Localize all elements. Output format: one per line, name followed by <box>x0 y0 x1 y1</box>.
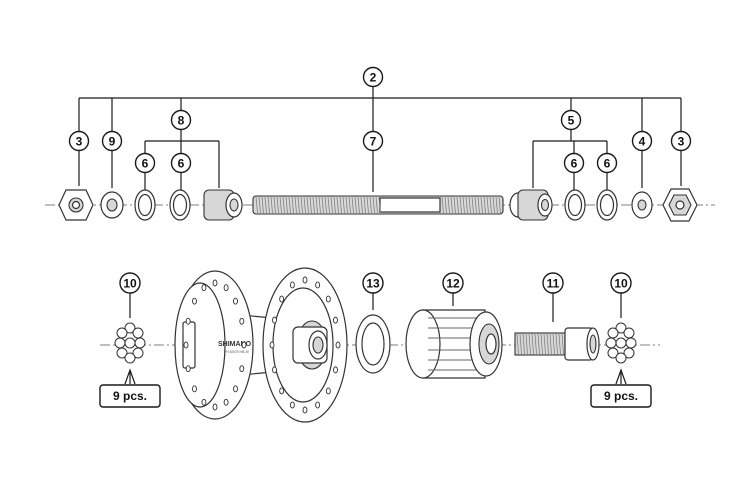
spacer-washer <box>355 314 391 374</box>
callout-11: 11 <box>542 272 564 294</box>
svg-text:6: 6 <box>571 157 578 171</box>
cone-left <box>203 189 243 221</box>
callout-13: 13 <box>362 272 384 294</box>
quantity-box-right: 9 pcs. <box>590 384 652 408</box>
callout-7: 7 <box>362 130 384 152</box>
cone-right <box>509 189 553 221</box>
quantity-box-left: 9 pcs. <box>99 384 161 408</box>
lock-nut-left <box>58 189 94 221</box>
callout-10-left: 10 <box>119 272 141 294</box>
callout-8: 8 <box>170 109 192 131</box>
svg-text:10: 10 <box>123 277 137 291</box>
ball-bearings-right <box>605 322 637 364</box>
callout-5: 5 <box>560 109 582 131</box>
callout-2: 2 <box>362 66 384 88</box>
seal-ring-left-a <box>134 189 156 221</box>
callout-6-a: 6 <box>134 152 156 174</box>
callout-6-c: 6 <box>563 152 585 174</box>
svg-text:9 pcs.: 9 pcs. <box>604 389 638 403</box>
callout-3-left: 3 <box>68 130 90 152</box>
svg-text:6: 6 <box>604 157 611 171</box>
callout-10-right: 10 <box>610 272 632 294</box>
svg-text:8: 8 <box>178 114 185 128</box>
svg-text:13: 13 <box>366 277 380 291</box>
washer-left <box>100 191 124 219</box>
svg-text:5: 5 <box>568 114 575 128</box>
seal-ring-right-a <box>564 189 586 221</box>
svg-text:6: 6 <box>142 157 149 171</box>
svg-text:11: 11 <box>547 277 560 291</box>
svg-text:10: 10 <box>614 277 628 291</box>
freehub-fixing-bolt <box>514 327 600 361</box>
svg-text:9: 9 <box>109 135 116 149</box>
freehub-body <box>405 309 503 379</box>
callout-6-b: 6 <box>170 152 192 174</box>
svg-text:6: 6 <box>178 157 185 171</box>
callout-3-right: 3 <box>670 130 692 152</box>
svg-text:9 pcs.: 9 pcs. <box>113 389 147 403</box>
callout-9: 9 <box>101 130 123 152</box>
ball-bearings-left <box>114 322 146 364</box>
washer-right <box>631 191 653 219</box>
lock-nut-right <box>662 188 698 222</box>
seal-ring-left-b <box>169 189 191 221</box>
bottom-leader-lines <box>124 293 627 385</box>
svg-text:4: 4 <box>639 135 646 149</box>
hub-brand-label: SHIMANO <box>218 341 252 348</box>
top-leader-lines <box>78 87 682 192</box>
hub-model-label: FH-M475 HB-M <box>224 350 249 354</box>
svg-text:12: 12 <box>446 277 460 291</box>
svg-text:3: 3 <box>76 135 83 149</box>
callout-12: 12 <box>442 272 464 294</box>
svg-text:2: 2 <box>370 71 377 85</box>
axle <box>252 195 504 215</box>
seal-ring-right-b <box>596 189 618 221</box>
callout-4: 4 <box>631 130 653 152</box>
svg-text:7: 7 <box>370 135 377 149</box>
callout-6-d: 6 <box>596 152 618 174</box>
svg-text:3: 3 <box>678 135 685 149</box>
hub-body: SHIMANO FH-M475 HB-M <box>174 267 348 423</box>
